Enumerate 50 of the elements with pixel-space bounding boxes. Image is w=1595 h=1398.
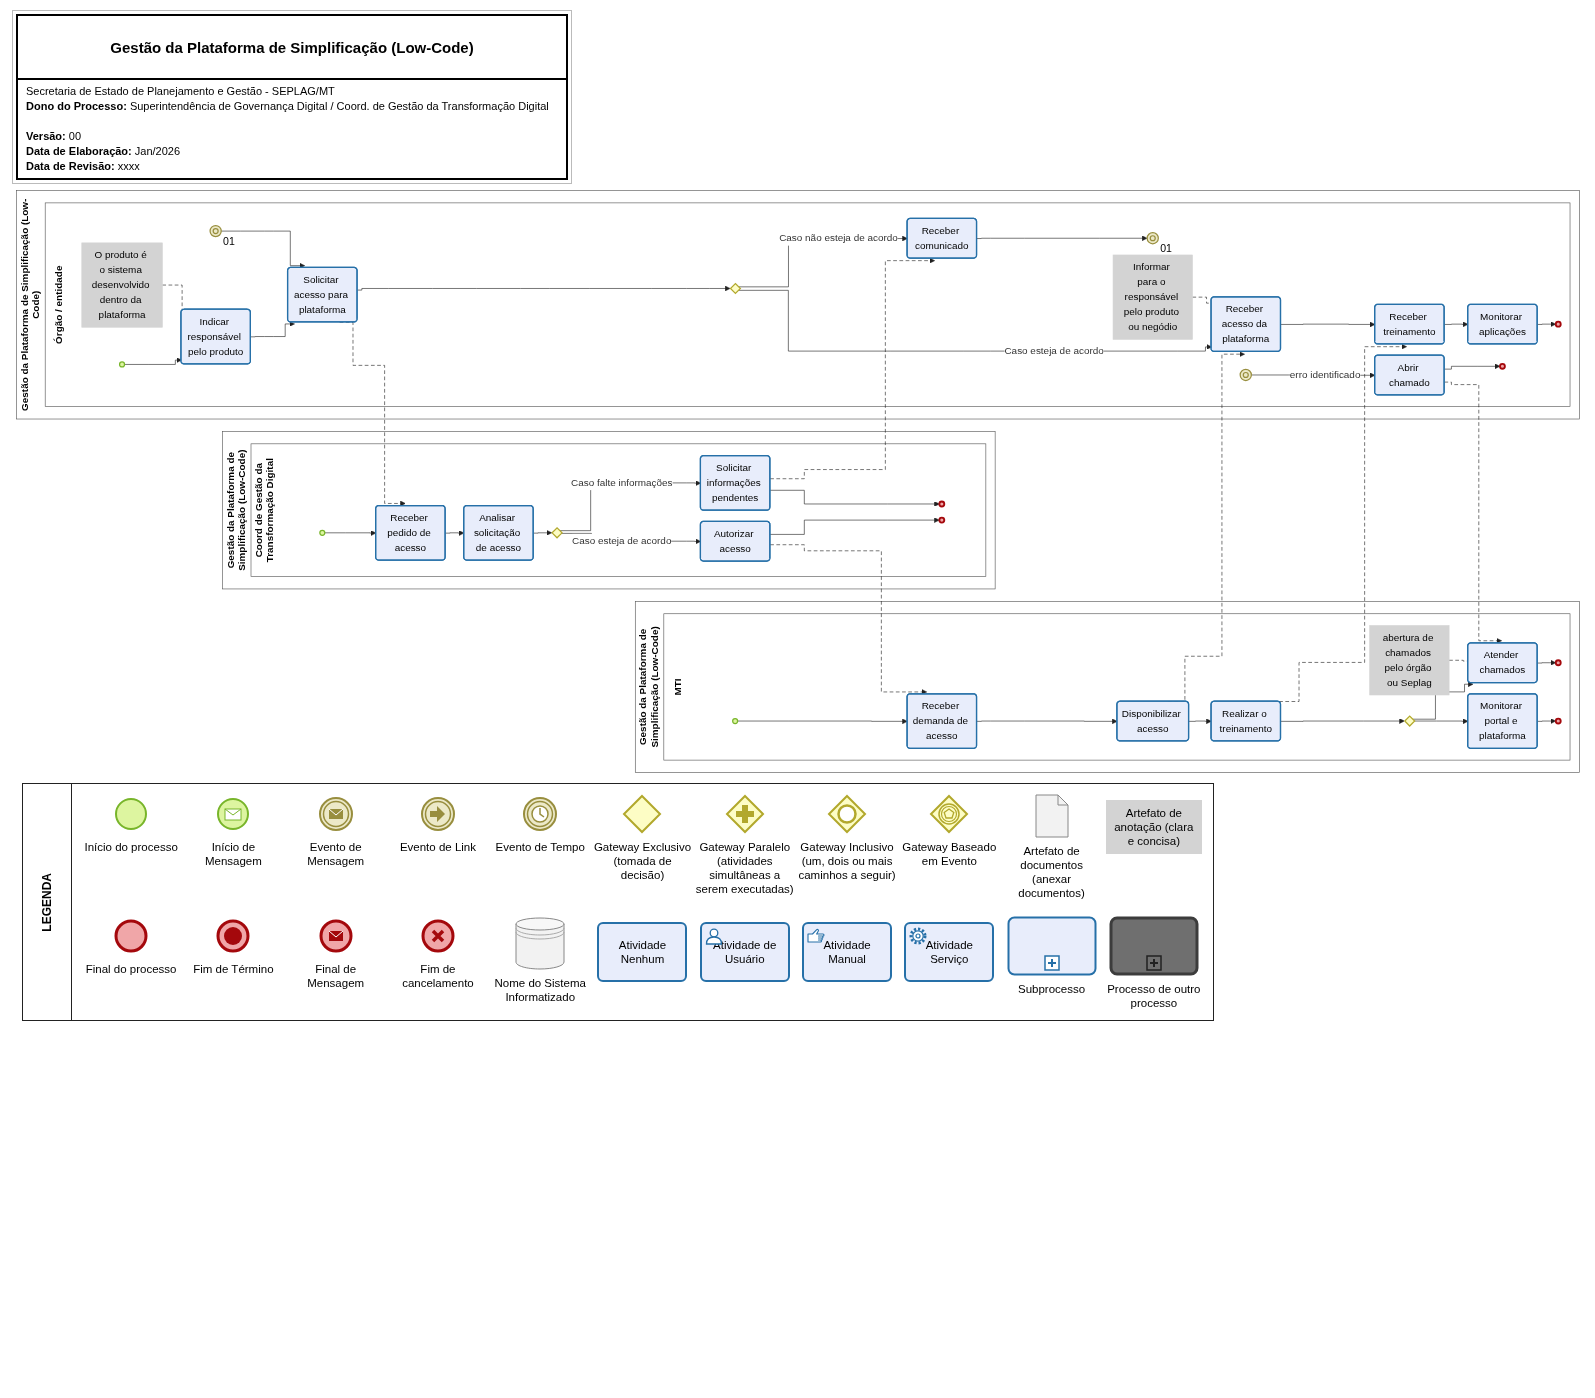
legend-label: Atividade Nenhum [617, 938, 668, 966]
node-circle [937, 516, 945, 524]
node-diamond [1403, 715, 1416, 727]
legend-label: Gateway Exclusivo (tomada de decisão) [592, 840, 693, 882]
node-box: Informar para o responsável pelo produto ou negódio [1112, 254, 1193, 340]
legend-label: Processo de outro processo [1106, 982, 1202, 1010]
annotation-symbol: Artefato de anotação (clara e concisa) [1105, 800, 1202, 854]
node-circle [937, 500, 945, 508]
node-circle [1498, 362, 1506, 370]
legend-label: Atividade Serviço [924, 938, 974, 966]
legend-heading: LEGENDA [40, 872, 54, 932]
legend-label: Evento de Link [399, 840, 476, 854]
edge-label: Caso esteja de acordo [1003, 345, 1104, 357]
legend-label: Subprocesso [1018, 982, 1086, 996]
legend-label: Início do processo [84, 840, 178, 854]
node-circle [1554, 320, 1562, 328]
node-box: abertura de chamados pelo órgão ou Seplag [1368, 625, 1449, 696]
node-circle [1554, 717, 1562, 725]
revision-date-text: Data de Revisão: xxxx [26, 159, 140, 174]
diagram-title: Gestão da Plataforma de Simplificação (Low-Code) [110, 38, 474, 56]
edge-label: Caso falte informações [570, 477, 672, 488]
node-diamond [550, 527, 563, 539]
legend-label: Início de Mensagem [203, 840, 263, 868]
legend-label: Evento de Tempo [495, 840, 585, 854]
version-text: Versão: 00 [26, 129, 82, 144]
process-owner-text: Dono do Processo: Superintendência de Governança Digital / Coord. de Gestão da Transformação Digital [26, 99, 549, 114]
node-diamond [729, 282, 741, 295]
legend-label: Artefato de documentos (anexar documentos) [1017, 844, 1086, 900]
organization-text: Secretaria de Estado de Planejamento e Gestão - SEPLAG/MT [26, 84, 335, 99]
legend-label: Final do processo [85, 962, 177, 976]
edge-label: erro identificado [1289, 369, 1360, 380]
legend-label: Fim de cancelamento [401, 962, 475, 990]
node-circle [1554, 659, 1562, 667]
legend-label: Fim de Término [193, 962, 274, 976]
creation-date-text: Data de Elaboração: Jan/2026 [26, 144, 181, 159]
edge-label: Caso não esteja de acordo [778, 232, 898, 244]
node-circle [731, 717, 738, 725]
legend-label: Final de Mensagem [306, 962, 366, 990]
legend-label: Atividade Manual [822, 938, 872, 966]
node-circle [118, 361, 125, 368]
legend-label: Nome do Sistema Informatizado [493, 976, 587, 1004]
legend-label: Gateway Paralelo (atividades simultâneas a serem executadas) [694, 840, 795, 896]
legend-label: Gateway Baseado em Evento [901, 840, 998, 868]
node-box: O produto é o sistema desenvolvido dentro da plataforma [81, 242, 163, 328]
edge-label: Caso esteja de acordo [571, 535, 671, 547]
legend-label: Gateway Inclusivo (um, dois ou mais caminhos a seguir) [797, 840, 897, 882]
legend-label: Evento de Mensagem [306, 840, 366, 868]
event-number: 01 [222, 235, 235, 248]
event-number: 01 [1159, 242, 1172, 255]
node-circle [318, 529, 325, 536]
